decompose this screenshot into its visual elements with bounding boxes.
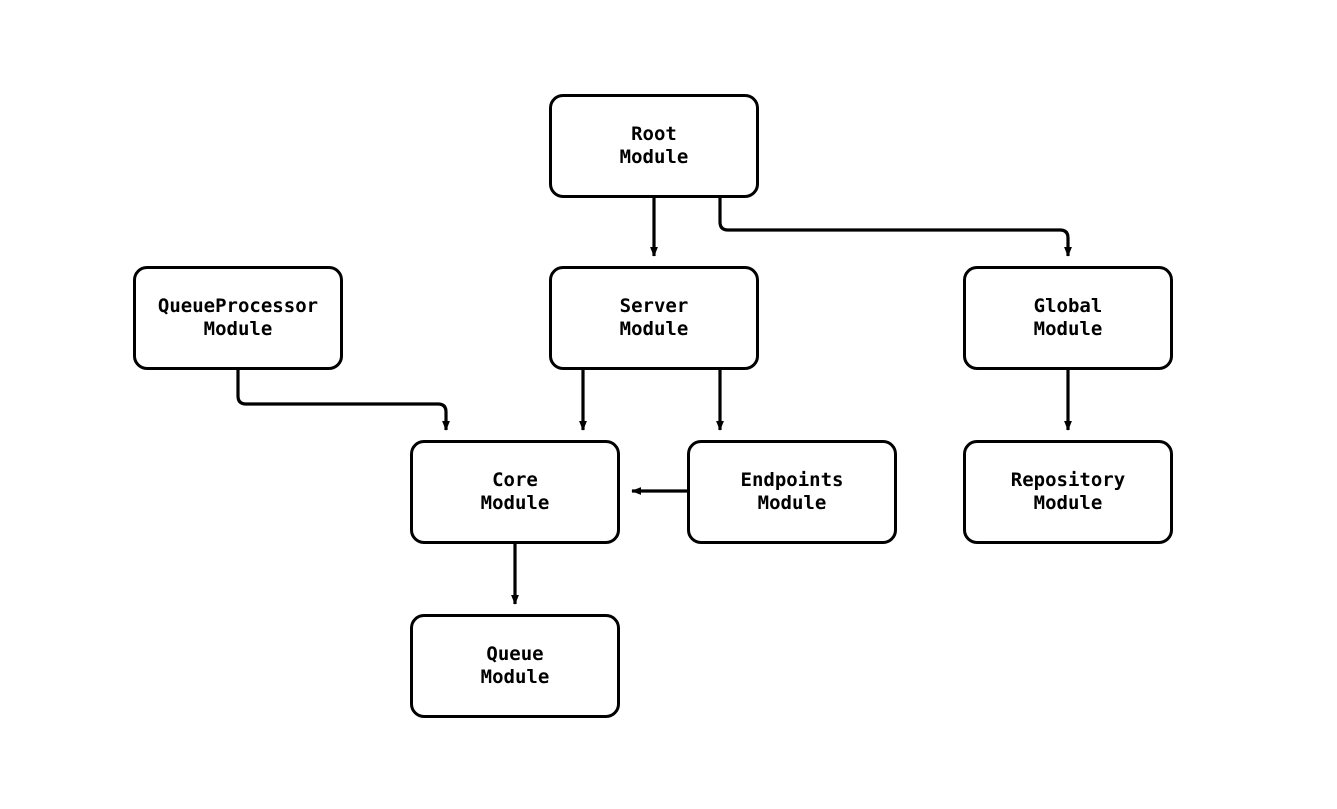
node-repository-module-label: Repository Module (1010, 469, 1126, 514)
node-global-module[interactable]: Global Module (963, 266, 1173, 370)
node-server-module-label: Server Module (619, 295, 689, 340)
node-endpoints-module[interactable]: Endpoints Module (687, 440, 897, 544)
node-endpoints-module-label: Endpoints Module (740, 469, 844, 514)
node-repository-module[interactable]: Repository Module (963, 440, 1173, 544)
node-core-module-label: Core Module (480, 469, 550, 514)
node-queue-module[interactable]: Queue Module (410, 614, 620, 718)
node-core-module[interactable]: Core Module (410, 440, 620, 544)
node-queueprocessor-module-label: QueueProcessor Module (157, 295, 319, 340)
node-queue-module-label: Queue Module (480, 643, 550, 688)
node-root-module-label: Root Module (619, 123, 689, 168)
node-server-module[interactable]: Server Module (549, 266, 759, 370)
edge-queueprocessor-to-core (236, 370, 450, 431)
edge-root-to-global (718, 198, 1072, 257)
node-root-module[interactable]: Root Module (549, 94, 759, 198)
node-queueprocessor-module[interactable]: QueueProcessor Module (133, 266, 343, 370)
node-global-module-label: Global Module (1033, 295, 1103, 340)
